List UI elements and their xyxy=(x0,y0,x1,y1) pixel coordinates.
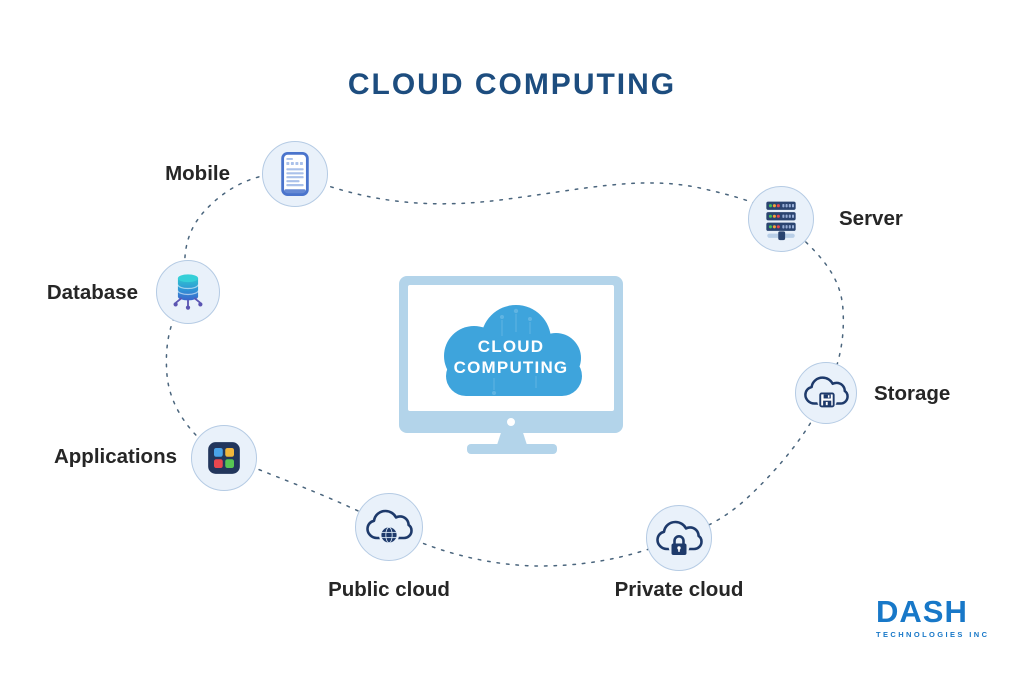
mobile-icon xyxy=(281,152,309,196)
node-label-applications: Applications xyxy=(53,445,177,468)
dash-logo-tagline: TECHNOLOGIES INC xyxy=(876,630,990,639)
server-icon xyxy=(766,201,796,241)
monitor-camera-dot xyxy=(507,418,515,426)
node-public-cloud xyxy=(355,493,423,561)
storage-cloud-icon xyxy=(804,376,849,410)
monitor-illustration: CLOUD COMPUTING xyxy=(399,276,623,433)
page-title: CLOUD COMPUTING xyxy=(347,68,677,101)
node-server xyxy=(748,186,814,252)
node-label-server: Server xyxy=(839,207,903,230)
public-cloud-icon xyxy=(366,509,413,545)
node-private-cloud xyxy=(646,505,712,571)
node-storage xyxy=(795,362,857,424)
node-label-private-cloud: Private cloud xyxy=(614,578,744,601)
monitor-stand-neck xyxy=(497,433,527,445)
center-cloud-label-line2: COMPUTING xyxy=(453,358,569,377)
node-label-database: Database xyxy=(46,281,138,304)
node-label-public-cloud: Public cloud xyxy=(328,578,450,601)
dash-logo-wordmark: DASH xyxy=(876,594,968,629)
private-cloud-icon xyxy=(656,520,703,557)
node-applications xyxy=(191,425,257,491)
applications-icon xyxy=(208,442,240,474)
monitor-screen: CLOUD COMPUTING xyxy=(408,285,614,411)
monitor-stand-base xyxy=(467,444,557,454)
node-label-mobile: Mobile xyxy=(165,162,230,185)
node-label-storage: Storage xyxy=(874,382,951,405)
center-cloud-icon xyxy=(444,305,582,396)
node-mobile xyxy=(262,141,328,207)
database-icon xyxy=(173,274,203,310)
dash-logo: DASH TECHNOLOGIES INC xyxy=(876,594,1006,640)
node-database xyxy=(156,260,220,324)
center-cloud-label: CLOUD COMPUTING xyxy=(424,337,598,379)
center-cloud-label-line1: CLOUD xyxy=(477,337,545,356)
